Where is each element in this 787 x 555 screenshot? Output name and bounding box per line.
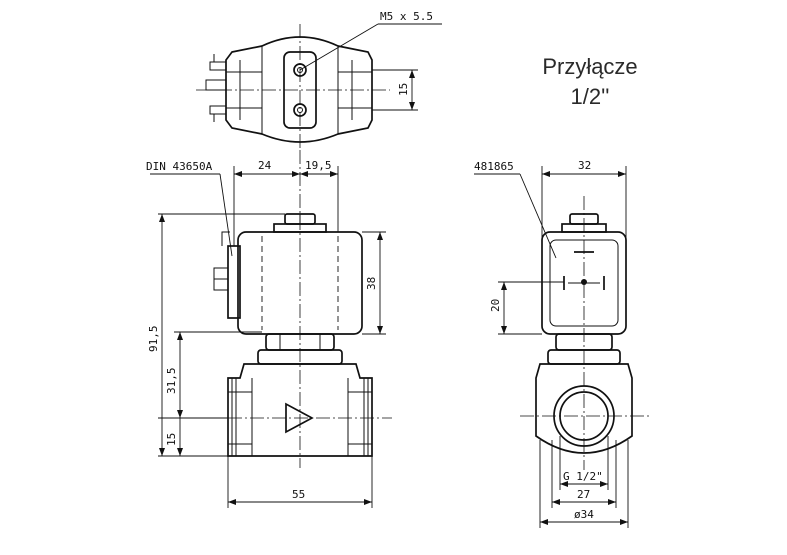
connection-title-line1: Przyłącze — [542, 54, 638, 79]
din-standard-label: DIN 43650A — [146, 160, 213, 173]
pipe-thread-label: G 1/2" — [563, 470, 603, 483]
dim-front-38: 38 — [365, 277, 378, 290]
part-number-label: 481865 — [474, 160, 514, 173]
dim-front-55: 55 — [292, 488, 305, 501]
dim-side-20: 20 — [489, 299, 502, 312]
connection-title: Przyłącze 1/2'' — [520, 52, 660, 112]
dim-front-91-5: 91,5 — [147, 326, 160, 353]
dim-front-19-5: 19,5 — [305, 159, 332, 172]
dim-front-31-5: 31,5 — [165, 368, 178, 395]
connection-title-line2: 1/2'' — [570, 84, 610, 109]
front-view: 24 19,5 DIN 43650A 38 91,5 31,5 — [146, 150, 392, 508]
dim-side-32: 32 — [578, 159, 591, 172]
dim-side-27: 27 — [577, 488, 590, 501]
thread-note-label: M5 x 5.5 — [380, 10, 433, 23]
dim-top-15: 15 — [397, 83, 410, 96]
dim-front-24: 24 — [258, 159, 272, 172]
side-view: 32 481865 20 G 1/2" 27 — [474, 159, 650, 528]
dim-side-diam34: ø34 — [574, 508, 594, 521]
top-view: 15 M5 x 5.5 — [196, 10, 442, 150]
dim-front-15: 15 — [165, 433, 178, 446]
